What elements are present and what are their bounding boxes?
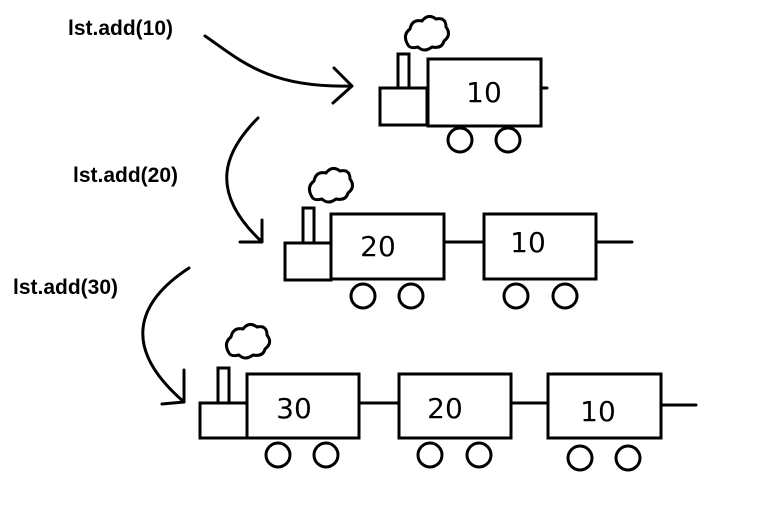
step-3: lst.add(30) 30 20 10: [13, 266, 698, 472]
step-3-train: 30 20 10: [198, 322, 698, 472]
step-1-label: lst.add(10): [68, 17, 173, 40]
step-1: lst.add(10) 10: [68, 14, 549, 154]
step-1-train: 10: [378, 14, 549, 154]
car-2: [482, 212, 598, 281]
wheel: [614, 444, 642, 472]
smoke-cloud-icon: [307, 166, 355, 204]
step-2-arrow: [225, 116, 264, 244]
wheel: [312, 441, 340, 469]
car-2-value: 20: [427, 392, 463, 425]
wheel: [446, 126, 474, 154]
wheel: [397, 282, 425, 310]
step-2-train: 20 10: [283, 166, 634, 310]
wheel: [416, 441, 444, 469]
step-1-arrow: [203, 34, 354, 105]
step-2-label: lst.add(20): [73, 164, 178, 187]
car-1: [426, 57, 543, 128]
car-1-value: 30: [276, 392, 312, 425]
chimney: [216, 366, 231, 406]
locomotive-cab: [283, 241, 333, 282]
wheel: [566, 444, 594, 472]
wheel: [465, 441, 493, 469]
locomotive-cab: [198, 401, 249, 440]
step-3-label: lst.add(30): [13, 276, 118, 299]
car-1-value: 20: [360, 230, 396, 263]
car-2: [397, 372, 513, 440]
wheel: [349, 282, 377, 310]
car-1: [329, 212, 446, 281]
smoke-cloud-icon: [224, 322, 272, 360]
wheel: [502, 282, 530, 310]
car-3-value: 10: [580, 395, 616, 428]
locomotive-cab: [378, 86, 429, 127]
car-1: [245, 372, 361, 440]
step-3-arrow: [141, 266, 191, 406]
car-2-value: 10: [510, 226, 546, 259]
wheel: [264, 441, 292, 469]
wheel: [551, 282, 579, 310]
chimney: [301, 206, 316, 245]
smoke-cloud-icon: [403, 14, 451, 52]
car-1-value: 10: [466, 76, 502, 109]
wheel: [494, 126, 522, 154]
step-2: lst.add(20) 20 10: [73, 116, 634, 310]
chimney: [396, 52, 411, 91]
